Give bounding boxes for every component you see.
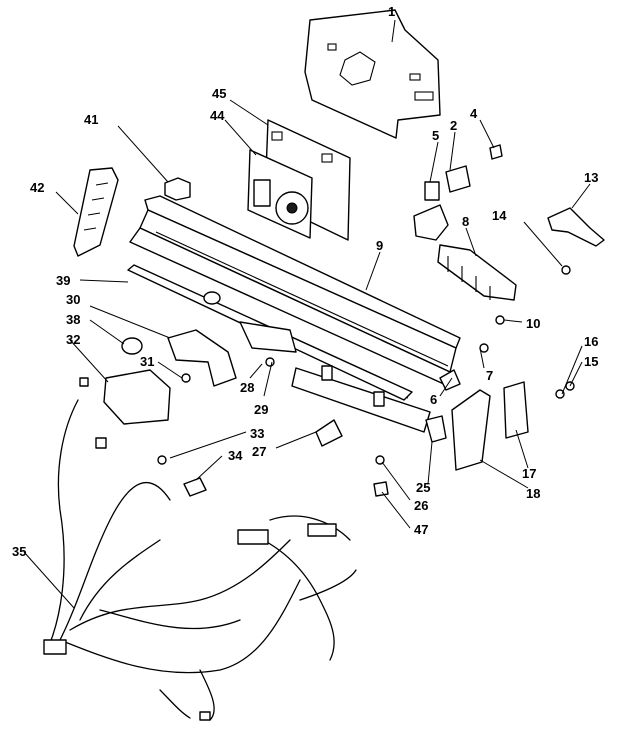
callout-2: 2 (450, 118, 457, 133)
callout-33: 33 (250, 426, 264, 441)
callout-4: 4 (470, 106, 478, 121)
callout-15: 15 (584, 354, 598, 369)
callout-30: 30 (66, 292, 80, 307)
callout-29: 29 (254, 402, 268, 417)
part-35-wire-harness (43, 377, 357, 721)
leader-lines (23, 19, 591, 609)
callout-7: 7 (486, 368, 493, 383)
callout-10: 10 (526, 316, 540, 331)
callout-9: 9 (376, 238, 383, 253)
part-18-endcap (373, 369, 575, 497)
callout-34: 34 (228, 448, 243, 463)
part-34-clip (157, 455, 207, 497)
part-32-knob-housing (103, 291, 237, 425)
callout-42: 42 (30, 180, 44, 195)
callout-16: 16 (584, 334, 598, 349)
callout-41: 41 (84, 112, 98, 127)
part-41-bracket (164, 177, 191, 201)
callout-39: 39 (56, 273, 70, 288)
callout-17: 17 (522, 466, 536, 481)
callout-6: 6 (430, 392, 437, 407)
callout-38: 38 (66, 312, 80, 327)
callout-28: 28 (240, 380, 254, 395)
callout-45: 45 (212, 86, 226, 101)
callout-13: 13 (584, 170, 598, 185)
callout-labels: 1 2 4 5 45 44 41 42 13 14 8 9 39 30 38 3… (12, 4, 598, 559)
callout-31: 31 (140, 354, 154, 369)
callout-8: 8 (462, 214, 469, 229)
callout-44: 44 (210, 108, 225, 123)
callout-5: 5 (432, 128, 439, 143)
part-9-console (127, 195, 461, 401)
part-5-switch (413, 165, 471, 241)
callout-18: 18 (526, 486, 540, 501)
callout-26: 26 (414, 498, 428, 513)
callout-25: 25 (416, 480, 430, 495)
part-42-endcap (73, 167, 119, 257)
callout-27: 27 (252, 444, 266, 459)
callout-14: 14 (492, 208, 507, 223)
part-44-timer (247, 119, 351, 241)
part-27-block (315, 419, 343, 447)
part-1-panel (304, 9, 441, 139)
callout-1: 1 (388, 4, 395, 19)
part-8-terminal (437, 244, 517, 301)
callout-35: 35 (12, 544, 26, 559)
callout-47: 47 (414, 522, 428, 537)
part-28-bracket (239, 321, 431, 433)
callout-32: 32 (66, 332, 80, 347)
